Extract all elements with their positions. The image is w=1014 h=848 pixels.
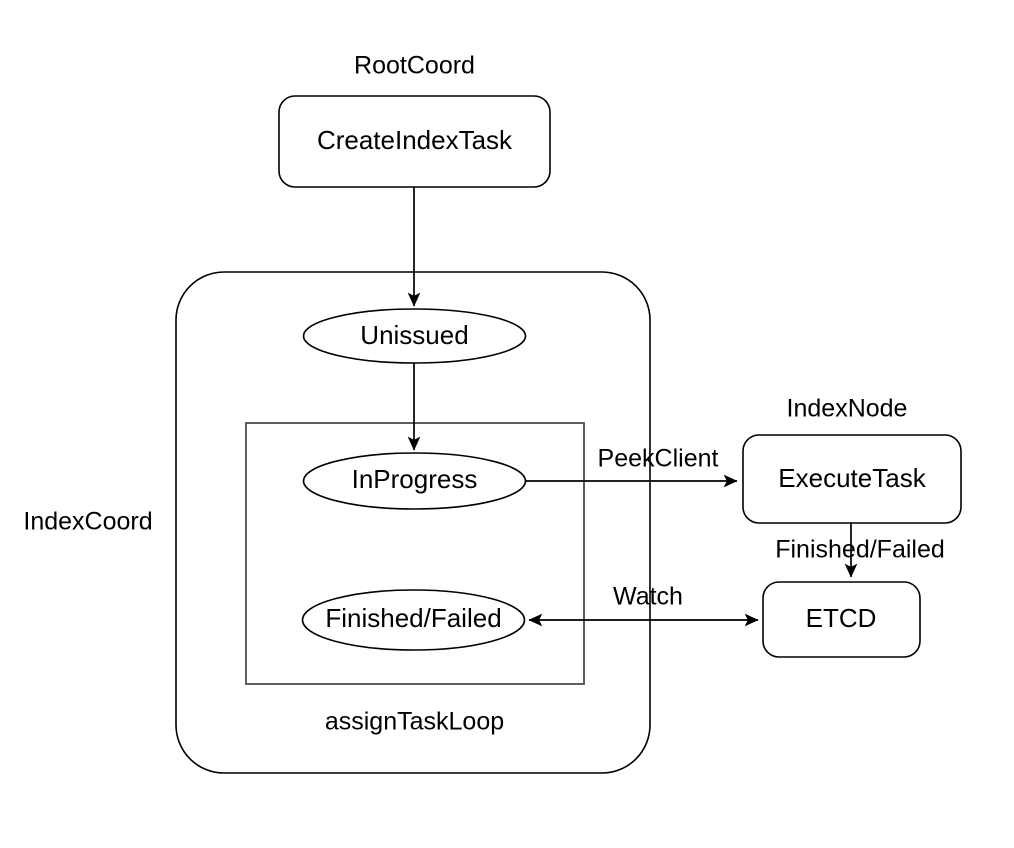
node-execute-task-label: ExecuteTask bbox=[778, 463, 926, 493]
node-inprogress[interactable] bbox=[302, 452, 527, 510]
node-etcd-label: ETCD bbox=[806, 603, 877, 633]
node-etcd[interactable] bbox=[762, 581, 921, 658]
group-label-indexnode: IndexNode bbox=[787, 395, 908, 423]
assigntaskloop-container bbox=[245, 422, 585, 685]
indexcoord-container bbox=[175, 271, 651, 774]
node-create-index-task-label: CreateIndexTask bbox=[317, 125, 513, 155]
node-finished-failed-state[interactable] bbox=[301, 589, 526, 651]
edge-label-finished-failed: Finished/Failed bbox=[775, 536, 945, 564]
node-create-index-task[interactable] bbox=[278, 95, 551, 188]
node-unissued-label: Unissued bbox=[360, 320, 468, 350]
group-label-rootcoord: RootCoord bbox=[354, 52, 475, 80]
edge-label-watch: Watch bbox=[613, 583, 683, 611]
group-label-indexcoord: IndexCoord bbox=[23, 508, 152, 536]
edge-label-peekclient: PeekClient bbox=[598, 445, 719, 473]
node-unissued[interactable] bbox=[302, 308, 527, 364]
group-label-assigntaskloop: assignTaskLoop bbox=[325, 708, 504, 736]
node-execute-task[interactable] bbox=[742, 434, 962, 524]
node-inprogress-label: InProgress bbox=[352, 464, 478, 494]
node-finished-failed-state-label: Finished/Failed bbox=[325, 603, 501, 633]
